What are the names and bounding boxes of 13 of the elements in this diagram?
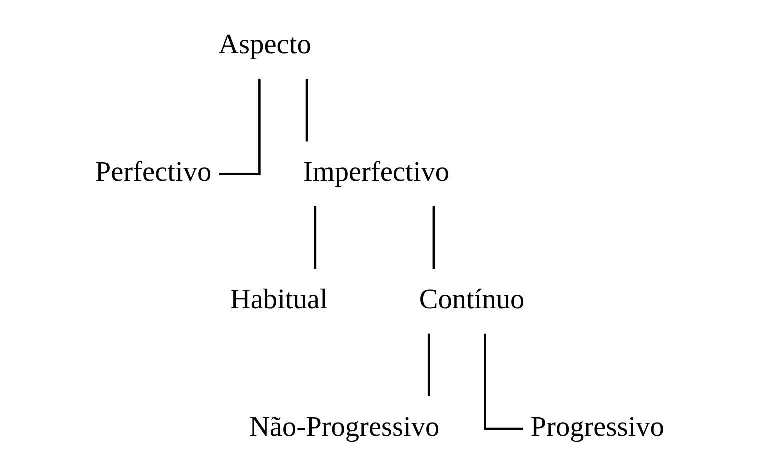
node-text: Imperfectivo xyxy=(303,157,450,188)
node-text: Habitual xyxy=(230,284,328,316)
node-text: Aspecto xyxy=(218,30,312,61)
connector xyxy=(432,206,436,270)
connector xyxy=(314,206,317,270)
connector xyxy=(220,79,261,176)
connector xyxy=(306,79,308,142)
node-text: Perfectivo xyxy=(95,157,212,188)
node-text: Não-Progressivo xyxy=(250,412,440,443)
node-text: Progressivo xyxy=(530,412,664,443)
node-text: Contínuo xyxy=(419,284,525,316)
connector xyxy=(428,334,430,396)
connector xyxy=(484,334,524,430)
